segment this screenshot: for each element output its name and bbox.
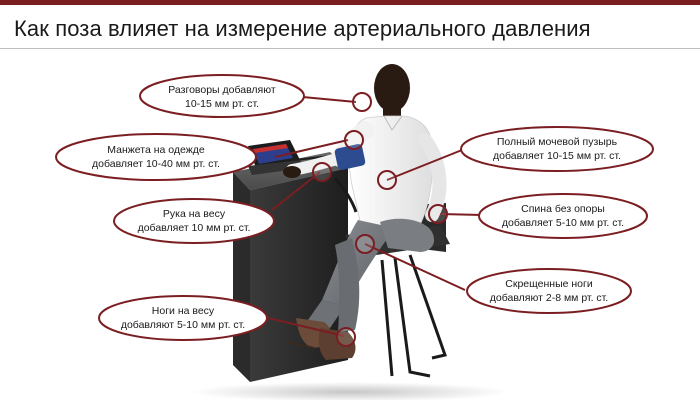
callout-crossed-legs-line-2: добавляют 2-8 мм рт. ст. bbox=[490, 292, 608, 304]
callout-back-line-1: Спина без опоры bbox=[521, 203, 605, 215]
callout-cuff-line-2: добавляет 10-40 мм рт. ст. bbox=[92, 158, 220, 170]
callout-arm: Рука на весу добавляет 10 мм рт. ст. bbox=[113, 198, 275, 244]
callout-talking-line-2: 10-15 мм рт. ст. bbox=[185, 98, 259, 110]
markers bbox=[312, 92, 448, 347]
callout-talking-line-1: Разговоры добавляют bbox=[168, 84, 276, 96]
marker-legs-dangling bbox=[336, 327, 356, 347]
callout-cuff-line-1: Манжета на одежде bbox=[107, 144, 205, 156]
marker-arm bbox=[312, 162, 332, 182]
marker-talking bbox=[352, 92, 372, 112]
marker-cuff bbox=[344, 130, 364, 150]
top-accent-bar bbox=[0, 0, 700, 5]
callout-bladder-line-2: добавляет 10-15 мм рт. ст. bbox=[493, 150, 621, 162]
callout-bladder: Полный мочевой пузырь добавляет 10-15 мм… bbox=[460, 126, 654, 172]
callout-legs-dangling: Ноги на весу добавляют 5-10 мм рт. ст. bbox=[98, 295, 268, 341]
person-figure bbox=[283, 64, 447, 360]
callout-crossed-legs: Скрещенные ноги добавляют 2-8 мм рт. ст. bbox=[466, 268, 632, 314]
bp-monitor bbox=[248, 140, 341, 175]
leader-line-bladder bbox=[386, 149, 463, 181]
marker-crossed-legs bbox=[355, 234, 375, 254]
callout-arm-line-2: добавляет 10 мм рт. ст. bbox=[138, 222, 251, 234]
callout-legs-dangling-line-1: Ноги на весу bbox=[152, 305, 215, 317]
callout-legs-dangling-line-2: добавляют 5-10 мм рт. ст. bbox=[121, 319, 245, 331]
floor-shadow bbox=[190, 382, 510, 400]
callout-talking: Разговоры добавляют 10-15 мм рт. ст. bbox=[139, 74, 305, 118]
callout-crossed-legs-line-1: Скрещенные ноги bbox=[505, 278, 593, 290]
leader-line-cuff bbox=[274, 139, 349, 158]
leader-line-crossed-legs bbox=[364, 243, 466, 291]
leader-line-arm bbox=[271, 171, 321, 211]
marker-bladder bbox=[377, 170, 397, 190]
callout-cuff: Манжета на одежде добавляет 10-40 мм рт.… bbox=[55, 133, 257, 181]
title-divider bbox=[0, 48, 700, 49]
leader-line-legs-dangling bbox=[267, 317, 345, 337]
callout-back-line-2: добавляет 5-10 мм рт. ст. bbox=[502, 217, 624, 229]
callout-arm-line-1: Рука на весу bbox=[163, 208, 226, 220]
page-title: Как поза влияет на измерение артериально… bbox=[14, 16, 591, 41]
callout-back: Спина без опоры добавляет 5-10 мм рт. ст… bbox=[478, 193, 648, 239]
marker-back bbox=[428, 204, 448, 224]
callout-bladder-line-1: Полный мочевой пузырь bbox=[497, 136, 618, 148]
